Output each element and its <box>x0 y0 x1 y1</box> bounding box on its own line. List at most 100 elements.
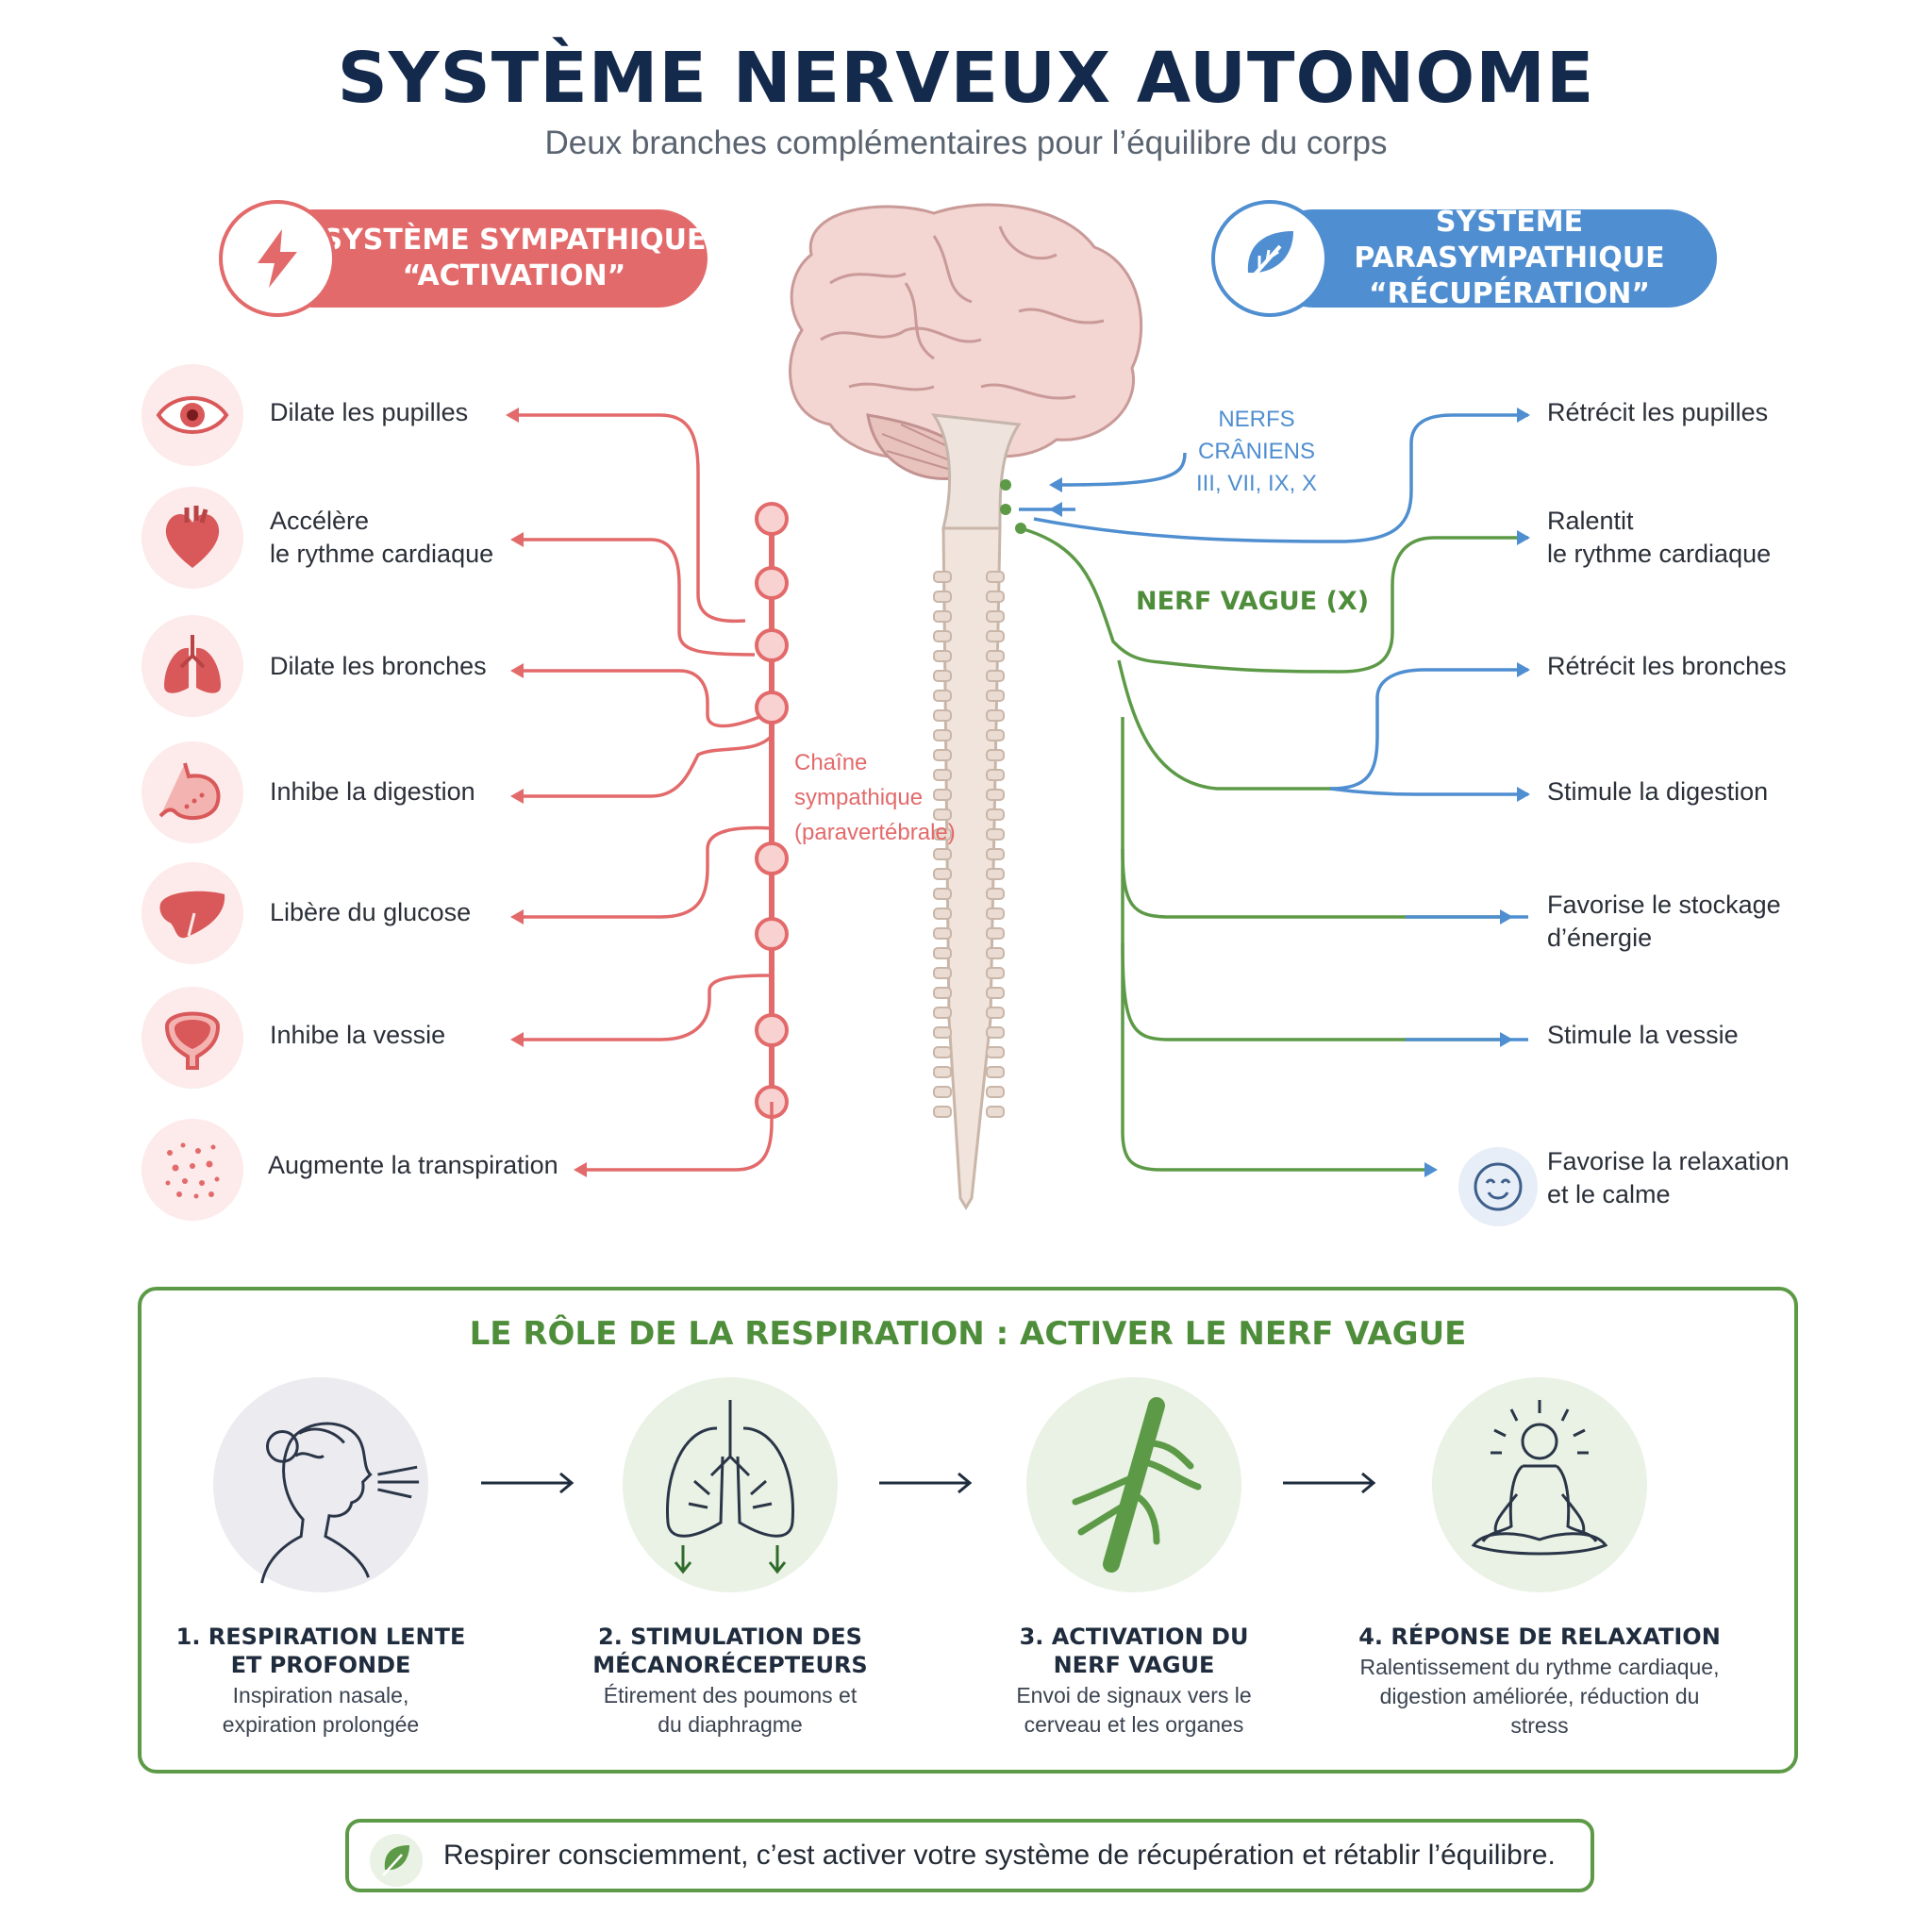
lungs-icon <box>142 615 243 717</box>
step-arrow-1 <box>481 1472 575 1494</box>
vertebra <box>986 749 1005 761</box>
sympathetic-ganglia <box>755 502 789 1119</box>
liver-icon <box>142 862 243 964</box>
parasympathetic-tagline: “RÉCUPÉRATION” <box>1368 277 1651 310</box>
vertebra <box>986 729 1005 741</box>
vagus-nerve-icon <box>1026 1377 1241 1592</box>
step-4-title: 4. RÉPONSE DE RELAXATION <box>1358 1624 1721 1650</box>
nerve-exit-dots <box>1000 479 1026 534</box>
vertebra <box>933 591 952 603</box>
sympathetic-chain-label: Chaîne sympathique (paravertébrale) <box>794 750 956 845</box>
vertebra <box>986 848 1005 860</box>
ganglion <box>755 691 789 724</box>
vertebra <box>933 1066 952 1078</box>
vertebra <box>933 1046 952 1058</box>
vertebra <box>986 1007 1005 1019</box>
parasympathetic-arrowheads <box>1049 408 1530 1177</box>
sweat-icon <box>142 1119 243 1221</box>
vertebra <box>933 967 952 979</box>
parasympathetic-blue-branches <box>1329 668 1528 1041</box>
vertebra <box>933 1007 952 1019</box>
leaf-icon <box>1211 200 1328 317</box>
step-arrow-2 <box>879 1472 974 1494</box>
para-effect-digestion: Stimule la digestion <box>1547 777 1769 806</box>
vertebra <box>933 828 952 841</box>
parasympathetic-arrowhead <box>1517 662 1530 677</box>
ganglion <box>755 1013 789 1047</box>
sympathetic-arrowhead <box>506 408 519 423</box>
brain-illustration <box>789 203 1143 530</box>
vertebra <box>933 908 952 920</box>
vertebra <box>986 987 1005 999</box>
leaf-icon <box>370 1834 423 1887</box>
bladder-icon <box>142 987 243 1089</box>
lightning-icon <box>219 200 336 317</box>
cranial-arrowhead <box>1049 477 1062 492</box>
sympathetic-arrowhead <box>510 532 524 547</box>
page-title: SYSTÈME NERVEUX AUTONOME <box>337 38 1595 119</box>
breathing-section <box>138 1287 1798 1774</box>
vertebra <box>986 610 1005 623</box>
vertebra <box>933 769 952 781</box>
vertebra <box>933 571 952 583</box>
ganglion <box>755 841 789 875</box>
vertebra <box>986 1086 1005 1098</box>
parasympathetic-arrowhead <box>1500 1032 1513 1047</box>
symp-effect-bronchi: Dilate les bronches <box>270 652 487 680</box>
vertebra <box>933 690 952 702</box>
vertebra <box>986 1046 1005 1058</box>
vertebrae <box>933 571 1005 1118</box>
eye-icon <box>142 364 243 466</box>
vertebra <box>986 571 1005 583</box>
vertebra <box>986 1106 1005 1118</box>
para-effect-bronchi: Rétrécit les bronches <box>1547 652 1787 680</box>
vertebra <box>933 610 952 623</box>
sympathetic-arrowhead <box>510 663 524 678</box>
footer-banner <box>345 1819 1594 1892</box>
vertebra <box>986 1066 1005 1078</box>
vagus-nerve <box>1020 526 1528 1172</box>
vertebra <box>933 1106 952 1118</box>
parasympathetic-arrowhead <box>1424 1162 1438 1177</box>
vertebra <box>933 927 952 940</box>
breathing-person-icon <box>213 1377 428 1592</box>
sympathetic-arrowhead <box>510 909 524 924</box>
cranial-nerves <box>1019 413 1528 543</box>
vertebra <box>933 868 952 880</box>
vertebra <box>986 789 1005 801</box>
sympathetic-nerves <box>509 413 774 1172</box>
vertebra <box>986 591 1005 603</box>
symp-effect-bladder: Inhibe la vessie <box>270 1021 446 1049</box>
parasympathetic-arrowhead <box>1517 408 1530 423</box>
parasympathetic-name: SYSTÈME PARASYMPATHIQUE <box>1354 206 1665 275</box>
sympathetic-tagline: “ACTIVATION” <box>402 259 626 292</box>
ganglion <box>755 566 789 600</box>
sympathetic-arrowhead <box>574 1162 587 1177</box>
vertebra <box>986 967 1005 979</box>
symp-effect-pupils: Dilate les pupilles <box>270 398 469 426</box>
parasympathetic-arrowhead <box>1500 909 1513 924</box>
step-1-desc: Inspiration nasale,expiration prolongée <box>222 1683 420 1737</box>
sympathetic-header: SYSTÈME SYMPATHIQUE “ACTIVATION” <box>264 209 708 308</box>
step-arrow-3 <box>1283 1472 1377 1494</box>
vertebra <box>933 808 952 821</box>
parasympathetic-header: SYSTÈME PARASYMPATHIQUE “RÉCUPÉRATION” <box>1264 206 1717 310</box>
calm-face-icon <box>1458 1147 1538 1226</box>
page-subtitle: Deux branches complémentaires pour l’équ… <box>544 125 1388 161</box>
vertebra <box>986 868 1005 880</box>
vertebra <box>933 1026 952 1039</box>
vertebra <box>986 828 1005 841</box>
symp-effect-digestion: Inhibe la digestion <box>270 777 475 806</box>
vertebra <box>986 709 1005 722</box>
vertebra <box>986 908 1005 920</box>
vertebra <box>933 709 952 722</box>
vagus-nerve-label: NERF VAGUE (X) <box>1136 587 1370 616</box>
stomach-icon <box>142 741 243 843</box>
